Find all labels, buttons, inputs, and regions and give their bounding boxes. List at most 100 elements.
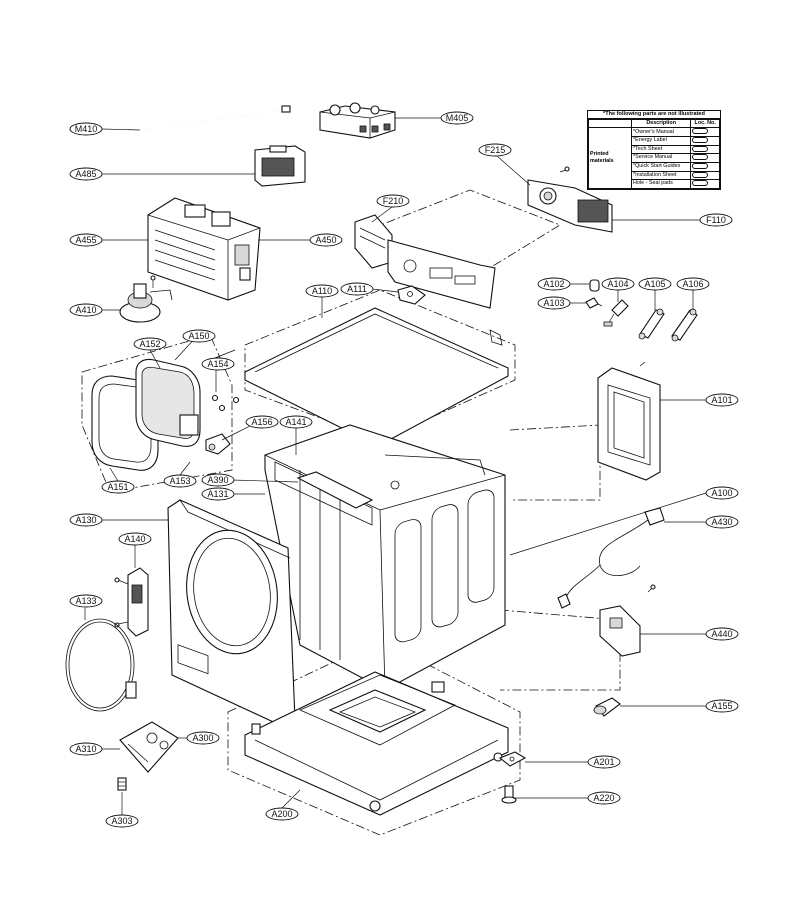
callout-a155: A155 xyxy=(705,699,739,713)
callout-m405: M405 xyxy=(440,111,474,125)
wire-harness-m410 xyxy=(139,105,291,131)
svg-text:A154: A154 xyxy=(207,359,228,369)
table-cell-loc xyxy=(690,179,720,189)
svg-text:A156: A156 xyxy=(251,417,272,427)
cabinet-a100 xyxy=(264,424,506,691)
callout-a104: A104 xyxy=(601,277,635,291)
svg-text:A106: A106 xyxy=(682,279,703,289)
svg-text:A133: A133 xyxy=(75,596,96,606)
callout-a110: A110 xyxy=(305,284,339,298)
svg-text:A141: A141 xyxy=(285,417,306,427)
table-cell-description: *Installation Sheet xyxy=(630,170,692,181)
display-board-a485 xyxy=(254,145,306,187)
door-assembly-a150 xyxy=(91,349,240,471)
pump-a410 xyxy=(119,275,173,323)
callout-a200: A200 xyxy=(265,807,299,821)
callout-a450: A450 xyxy=(309,233,343,247)
svg-text:A110: A110 xyxy=(312,286,332,296)
loc-oval-icon xyxy=(692,154,709,161)
clamp-ring-a133 xyxy=(65,618,137,712)
loc-oval-icon xyxy=(692,171,709,178)
callout-a310: A310 xyxy=(69,742,103,756)
svg-text:A101: A101 xyxy=(711,395,732,405)
svg-text:A152: A152 xyxy=(139,339,160,349)
not-illustrated-table: *The following parts are not illustrated… xyxy=(587,110,721,190)
loc-oval-icon xyxy=(692,128,709,135)
table-header-loc: Loc. No. xyxy=(690,119,720,129)
table-header-empty xyxy=(588,119,632,129)
svg-text:A303: A303 xyxy=(111,816,132,826)
svg-text:A111: A111 xyxy=(347,284,367,294)
svg-text:M410: M410 xyxy=(75,124,98,134)
top-plate-a110 xyxy=(243,307,510,447)
callout-a430: A430 xyxy=(705,515,739,529)
control-panel-f110 xyxy=(354,166,613,309)
switch-a440 xyxy=(599,584,656,657)
callout-a390: A390 xyxy=(201,473,235,487)
callout-m410: M410 xyxy=(69,122,103,136)
svg-text:A200: A200 xyxy=(271,809,292,819)
svg-text:A455: A455 xyxy=(75,235,96,245)
svg-text:A130: A130 xyxy=(75,515,96,525)
table-row: *Quick Start Guides xyxy=(589,161,720,172)
table-row: Hole - Seal pads xyxy=(589,179,720,189)
callout-a131: A131 xyxy=(201,487,235,501)
svg-text:A155: A155 xyxy=(711,701,732,711)
svg-text:A102: A102 xyxy=(543,279,564,289)
callout-a485: A485 xyxy=(69,167,103,181)
svg-text:A430: A430 xyxy=(711,517,732,527)
table-row: *Tech Sheet xyxy=(589,144,720,155)
front-panel-a130 xyxy=(167,499,296,727)
table-cell-description: *Service Manual xyxy=(630,153,692,163)
table-title: *The following parts are not illustrated xyxy=(588,111,720,120)
svg-text:A410: A410 xyxy=(75,305,96,315)
svg-text:F215: F215 xyxy=(485,145,506,155)
svg-text:A201: A201 xyxy=(593,757,614,767)
cap-a155 xyxy=(593,697,621,717)
table-row: Printed materials *Owner's Manual xyxy=(588,127,720,189)
callout-a105: A105 xyxy=(638,277,672,291)
callout-a303: A303 xyxy=(105,814,139,828)
table-header-description: Description xyxy=(630,119,692,129)
screw-a303 xyxy=(117,777,127,791)
callout-f215: F215 xyxy=(478,143,512,157)
printed-materials-table: Description Loc. No. Printed materials *… xyxy=(588,119,720,189)
callout-a141: A141 xyxy=(279,415,313,429)
svg-text:A153: A153 xyxy=(169,476,190,486)
power-cord-a430 xyxy=(557,507,665,609)
loc-oval-icon xyxy=(692,137,709,144)
table-cell-loc xyxy=(690,144,720,155)
callout-a201: A201 xyxy=(587,755,621,769)
svg-text:A104: A104 xyxy=(607,279,628,289)
svg-text:A105: A105 xyxy=(644,279,665,289)
foot-a201 xyxy=(498,751,527,767)
table-cell-loc xyxy=(690,161,720,172)
callout-a133: A133 xyxy=(69,594,103,608)
svg-text:A450: A450 xyxy=(315,235,336,245)
callout-a455: A455 xyxy=(69,233,103,247)
svg-text:F110: F110 xyxy=(706,215,726,225)
small-parts-a102-a106 xyxy=(585,279,698,342)
main-pcb-a450-a455 xyxy=(147,197,261,301)
callout-a106: A106 xyxy=(676,277,710,291)
table-cell-description: *Owner's Manual xyxy=(630,127,692,138)
callout-a140: A140 xyxy=(118,532,152,546)
table-cell-loc xyxy=(690,170,720,181)
callout-a156: A156 xyxy=(245,415,279,429)
base-a200 xyxy=(244,671,509,816)
callout-a410: A410 xyxy=(69,303,103,317)
table-cell-description: *Quick Start Guides xyxy=(630,161,692,172)
callout-labels: M410 M405 A485 A455 A450 A410 F215 F210 … xyxy=(69,111,739,828)
hinge-clip-a111 xyxy=(397,285,426,305)
svg-text:A485: A485 xyxy=(75,169,96,179)
bracket-a390 xyxy=(296,471,374,509)
loc-oval-icon xyxy=(692,162,709,169)
callout-a300: A300 xyxy=(186,731,220,745)
callout-a100: A100 xyxy=(705,486,739,500)
table-cell-description: *Energy Label xyxy=(630,136,692,146)
frame-a101 xyxy=(597,361,661,481)
table-header-row: Description Loc. No. xyxy=(588,119,720,129)
callout-a151: A151 xyxy=(101,480,135,494)
loc-oval-icon xyxy=(692,180,709,187)
table-row: *Service Manual xyxy=(589,153,720,163)
